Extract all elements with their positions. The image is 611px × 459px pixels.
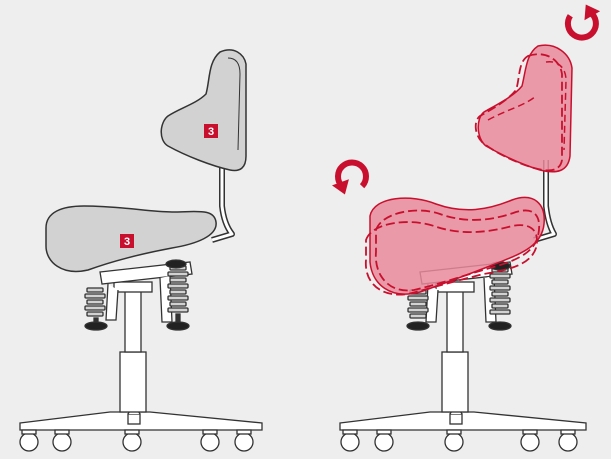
seat-rotate-arrow-icon [327,159,370,198]
right-backrest-tilt [474,44,573,173]
left-backrest [160,49,247,172]
right-seat-tilt [365,196,545,296]
left-chair: 3 3 [19,49,263,452]
seat-badge [120,234,134,248]
left-chair-column [113,281,153,413]
right-chair [327,0,608,452]
right-chair-column [435,281,475,413]
seat-badge-label: 3 [124,236,130,248]
backrest-rotate-arrow-icon [563,0,608,43]
left-seat-springs [84,259,190,331]
backrest-badge [204,124,218,138]
backrest-badge-label: 3 [208,126,214,138]
left-chair-base [19,402,263,452]
right-chair-base [339,402,587,452]
